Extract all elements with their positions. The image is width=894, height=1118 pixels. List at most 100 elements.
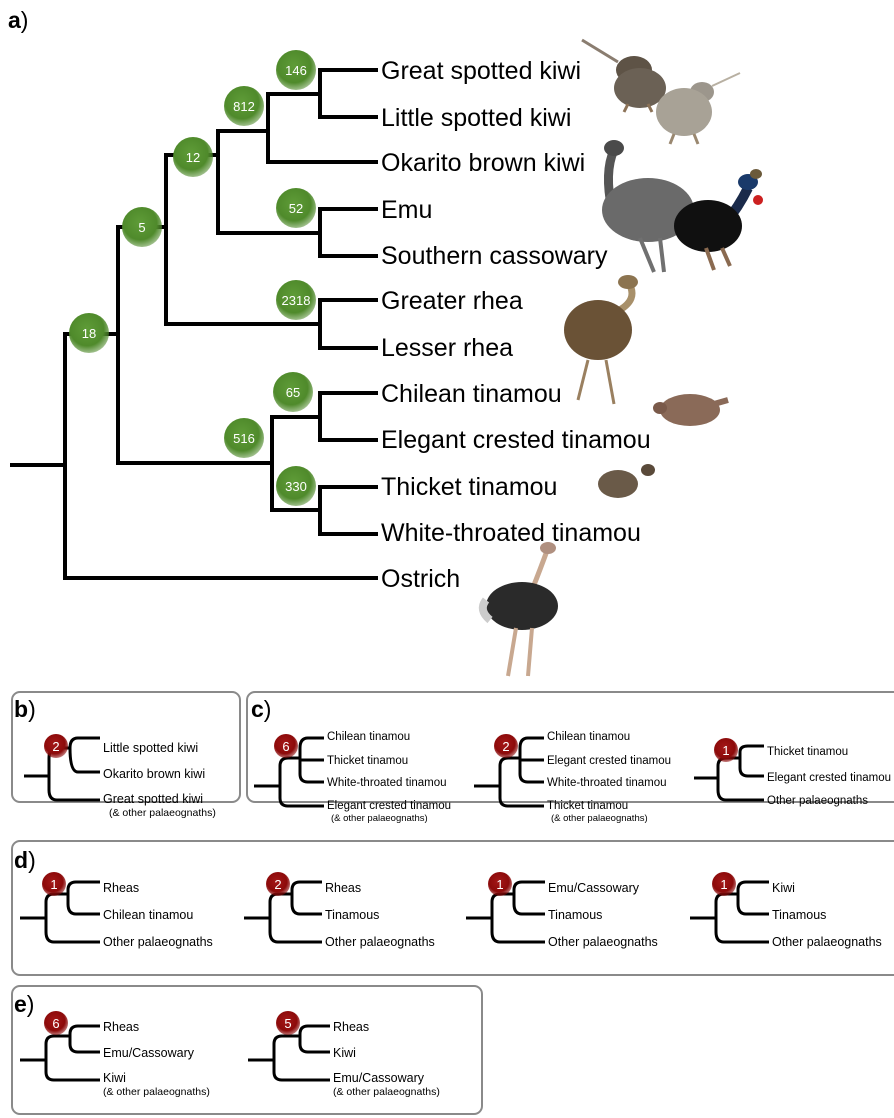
tree-c3-mid: Elegant crested tinamou [767,772,891,784]
tree-d3: 1 Emu/Cassowary Tinamous Other palaeogna… [466,872,658,949]
tree-c2-count: 2 [502,739,509,754]
tree-c1: 6 Chilean tinamou Thicket tinamou White-… [254,731,451,824]
support-nodes: 146 812 12 52 5 2318 18 65 516 330 [69,50,316,506]
tree-e2-mid: Kiwi [333,1046,356,1060]
kiwi-illustration [582,40,740,144]
tree-e2: 5 Rheas Kiwi Emu/Cassowary (& other pala… [248,1011,440,1098]
tree-e1: 6 Rheas Emu/Cassowary Kiwi (& other pala… [20,1011,210,1098]
node-badge-52: 52 [276,188,316,228]
tree-c3-count: 1 [722,743,729,758]
panel-d-label: d) [14,847,36,873]
taxon-lesser-rhea: Lesser rhea [381,334,513,362]
tree-d2-bottom: Other palaeognaths [325,935,435,949]
tree-c1-outgroup: Elegant crested tinamou [327,800,451,812]
tree-c2-taxon-1: Chilean tinamou [547,731,630,743]
svg-text:52: 52 [289,201,303,216]
panel-a: a) [8,7,763,676]
tree-d2-mid: Tinamous [325,908,379,922]
node-badge-516: 516 [224,418,264,458]
tree-d2-top: Rheas [325,881,361,895]
tree-b1-count: 2 [52,739,59,754]
panel-d: d) 1 Rheas Chilean tinamou Other palaeog… [12,841,894,975]
svg-text:65: 65 [286,385,300,400]
tree-c2: 2 Chilean tinamou Elegant crested tinamo… [474,731,671,824]
svg-text:5: 5 [138,220,145,235]
tree-c3: 1 Thicket tinamou Elegant crested tinamo… [694,738,891,807]
ostrich-illustration [483,542,558,676]
cassowary-illustration [674,169,763,270]
node-badge-330: 330 [276,466,316,506]
tree-e1-mid: Emu/Cassowary [103,1046,195,1060]
node-badge-5: 5 [122,207,162,247]
rhea-illustration [564,275,638,404]
tree-b1-top: Little spotted kiwi [103,741,198,755]
tree-d1-top: Rheas [103,881,139,895]
tree-e2-top: Rheas [333,1020,369,1034]
tree-d4: 1 Kiwi Tinamous Other palaeognaths [690,872,882,949]
tree-e2-bottom-note: (& other palaeognaths) [333,1086,440,1098]
panel-b-label: b) [14,696,36,722]
svg-text:18: 18 [82,326,96,341]
tree-c1-taxon-2: Thicket tinamou [327,755,408,767]
svg-text:330: 330 [285,479,307,494]
tree-d1-count: 1 [50,877,57,892]
panel-c-label: c) [251,696,271,722]
tree-d4-bottom: Other palaeognaths [772,935,882,949]
taxon-great-spotted-kiwi: Great spotted kiwi [381,57,581,85]
taxon-greater-rhea: Greater rhea [381,287,523,315]
panel-e: e) 6 Rheas Emu/Cassowary Kiwi (& other p… [12,986,482,1114]
taxon-elegant-crested-tinamou: Elegant crested tinamou [381,426,651,454]
tree-d4-top: Kiwi [772,881,795,895]
taxon-little-spotted-kiwi: Little spotted kiwi [381,104,571,132]
tree-d4-count: 1 [720,877,727,892]
tree-d3-mid: Tinamous [548,908,602,922]
tree-d3-top: Emu/Cassowary [548,881,640,895]
tree-d1-bottom: Other palaeognaths [103,935,213,949]
node-badge-146: 146 [276,50,316,90]
node-badge-18: 18 [69,313,109,353]
tree-b1-bottom: Great spotted kiwi [103,792,203,806]
taxon-emu: Emu [381,196,432,224]
tree-d1: 1 Rheas Chilean tinamou Other palaeognat… [20,872,213,949]
node-badge-65: 65 [273,372,313,412]
tree-d2-count: 2 [274,877,281,892]
tree-b1-mid: Okarito brown kiwi [103,767,205,781]
taxon-ostrich: Ostrich [381,565,460,593]
panel-e-label: e) [14,991,34,1017]
tree-e1-top: Rheas [103,1020,139,1034]
emu-illustration [602,140,694,272]
tree-c1-outgroup-note: (& other palaeognaths) [331,813,428,824]
svg-text:812: 812 [233,99,255,114]
tree-e1-bottom: Kiwi [103,1071,126,1085]
tree-e2-bottom: Emu/Cassowary [333,1071,425,1085]
taxon-okarito-brown-kiwi: Okarito brown kiwi [381,149,585,177]
tree-c1-taxon-3: White-throated tinamou [327,777,447,789]
taxon-white-throated-tinamou: White-throated tinamou [381,519,641,547]
svg-text:2318: 2318 [282,293,311,308]
tree-c2-outgroup: Thicket tinamou [547,800,628,812]
tree-c3-bottom: Other palaeognaths [767,795,868,807]
svg-text:12: 12 [186,150,200,165]
svg-text:146: 146 [285,63,307,78]
tree-c2-outgroup-note: (& other palaeognaths) [551,813,648,824]
taxon-chilean-tinamou: Chilean tinamou [381,380,562,408]
node-badge-812: 812 [224,86,264,126]
panel-b: b) 2 Little spotted kiwi Okarito brown k… [12,692,240,819]
tree-d1-mid: Chilean tinamou [103,908,193,922]
tree-d4-mid: Tinamous [772,908,826,922]
tree-d3-count: 1 [496,877,503,892]
tree-c2-taxon-2: Elegant crested tinamou [547,755,671,767]
tree-e1-bottom-note: (& other palaeognaths) [103,1086,210,1098]
taxon-southern-cassowary: Southern cassowary [381,242,608,270]
taxon-thicket-tinamou: Thicket tinamou [381,473,557,501]
tree-c2-taxon-3: White-throated tinamou [547,777,667,789]
tree-b1-bottom-note: (& other palaeognaths) [109,807,216,819]
tree-c3-top: Thicket tinamou [767,746,848,758]
svg-text:516: 516 [233,431,255,446]
tree-d3-bottom: Other palaeognaths [548,935,658,949]
node-badge-12: 12 [173,137,213,177]
panel-a-label: a) [8,7,28,33]
node-badge-2318: 2318 [276,280,316,320]
tree-b1: 2 Little spotted kiwi Okarito brown kiwi… [24,734,216,819]
